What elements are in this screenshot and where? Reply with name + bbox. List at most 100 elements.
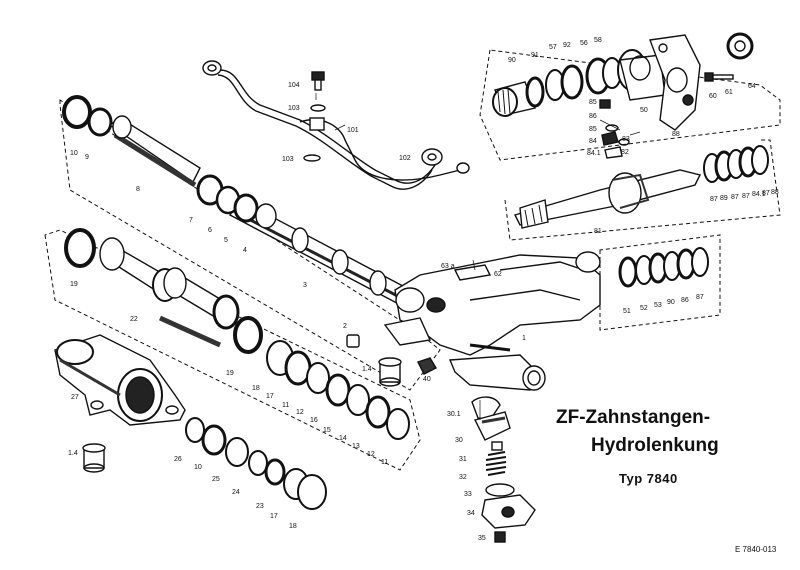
part-label: 14 [339, 435, 347, 442]
part-label: 33 [464, 491, 472, 498]
part-label: 89 [720, 195, 728, 202]
part-label: 104 [288, 82, 300, 89]
part-label: 19 [70, 281, 78, 288]
part-label: 103 [282, 156, 294, 163]
part-label: 52 [640, 305, 648, 312]
part-label: 1 [522, 335, 526, 342]
part-label: 30 [455, 437, 463, 444]
drawing-number: E 7840-013 [735, 545, 777, 554]
part-label: 23 [256, 503, 264, 510]
part-label: 87 [696, 294, 704, 301]
part-label: 84.1 [587, 150, 601, 157]
part-label: 101 [347, 127, 359, 134]
part-label: 62 [494, 271, 502, 278]
dashed-group-outline-right-top [479, 49, 781, 161]
part-label: 9 [85, 154, 89, 161]
ring-64 [726, 32, 754, 60]
part-label: 88 [771, 189, 779, 196]
part-label: 3 [303, 282, 307, 289]
seal-ring-set-pinion [703, 145, 769, 183]
thrust-piece-30 [471, 396, 511, 441]
rack-tube-8 [62, 95, 201, 188]
part-label: 13 [352, 443, 360, 450]
part-label: 90 [508, 57, 516, 64]
part-label: 64 [748, 83, 756, 90]
part-label: 87 [710, 196, 718, 203]
part-label: 81 [594, 228, 602, 235]
part-label: 34 [467, 510, 475, 517]
nut-40 [417, 357, 437, 375]
part-label: 84.1 [752, 191, 766, 198]
part-label: 12 [296, 409, 304, 416]
part-label: 83 [622, 136, 630, 143]
part-label: 56 [580, 40, 588, 47]
part-label: 12 [367, 451, 375, 458]
part-label: 103 [288, 105, 300, 112]
part-label: 102 [399, 155, 411, 162]
part-label: 85 [589, 126, 597, 133]
part-label: 26 [174, 456, 182, 463]
part-label: 1.4 [68, 450, 78, 457]
seal-ring-set-bottom [185, 417, 327, 510]
part-label: 7 [189, 217, 193, 224]
part-label: 16 [310, 417, 318, 424]
part-label: 58 [594, 37, 602, 44]
part-label: 82 [621, 149, 629, 156]
part-label: 2 [343, 323, 347, 330]
bushing-1-4-left [82, 443, 106, 473]
part-label: 19 [226, 370, 234, 377]
seal-ring-set-lower [266, 340, 410, 440]
part-label: 5 [224, 237, 228, 244]
small-parts-83-86 [599, 99, 630, 159]
part-label: 18 [289, 523, 297, 530]
part-label: 8 [136, 186, 140, 193]
cover-plate-88 [649, 34, 701, 131]
part-label: 51 [623, 308, 631, 315]
seal-ring-set-valve [618, 247, 709, 288]
drawing-title-line-1: ZF-Zahnstangen- [556, 407, 711, 428]
part-label: 40 [423, 376, 431, 383]
part-label: 4 [243, 247, 247, 254]
drawing-title-line-2: Hydrolenkung [591, 435, 719, 456]
part-label: 63 a [441, 263, 455, 270]
part-label: 35 [478, 535, 486, 542]
part-label: 50 [640, 107, 648, 114]
part-label: 18 [252, 385, 260, 392]
end-housing-27 [54, 334, 186, 426]
bushing-1-4-center [378, 357, 402, 387]
part-label: 86 [681, 297, 689, 304]
part-label: 1.4 [362, 366, 372, 373]
sleeve-2 [346, 334, 360, 348]
part-label: 87 [762, 190, 770, 197]
part-label: 88 [672, 131, 680, 138]
bearing-assembly-upper-right [492, 49, 666, 117]
plate-62 [453, 264, 492, 281]
part-label: 11 [381, 459, 388, 466]
part-label: 6 [208, 227, 212, 234]
part-label: 30.1 [447, 411, 461, 418]
part-label: 57 [549, 44, 557, 51]
part-label: 53 [654, 302, 662, 309]
leader-lines [315, 93, 641, 420]
gear-housing-1 [383, 251, 601, 391]
hydraulic-pipe-assembly [202, 60, 470, 190]
spring-32 [485, 441, 507, 476]
part-label: 92 [563, 42, 571, 49]
part-label: 10 [194, 464, 202, 471]
part-label: 85 [589, 99, 597, 106]
banjo-bolt-104 [303, 71, 326, 162]
part-label: 11 [282, 402, 289, 409]
part-label: 17 [266, 393, 274, 400]
part-label: 61 [725, 89, 733, 96]
part-label: 87 [742, 193, 750, 200]
part-label: 87 [731, 194, 739, 201]
rack-shaft-3 [196, 174, 422, 311]
part-label: 24 [232, 489, 240, 496]
part-label: 15 [323, 427, 331, 434]
part-label: 60 [709, 93, 717, 100]
bolt-60-61 [704, 72, 734, 82]
part-label: 10 [70, 150, 78, 157]
part-label: 32 [459, 474, 467, 481]
